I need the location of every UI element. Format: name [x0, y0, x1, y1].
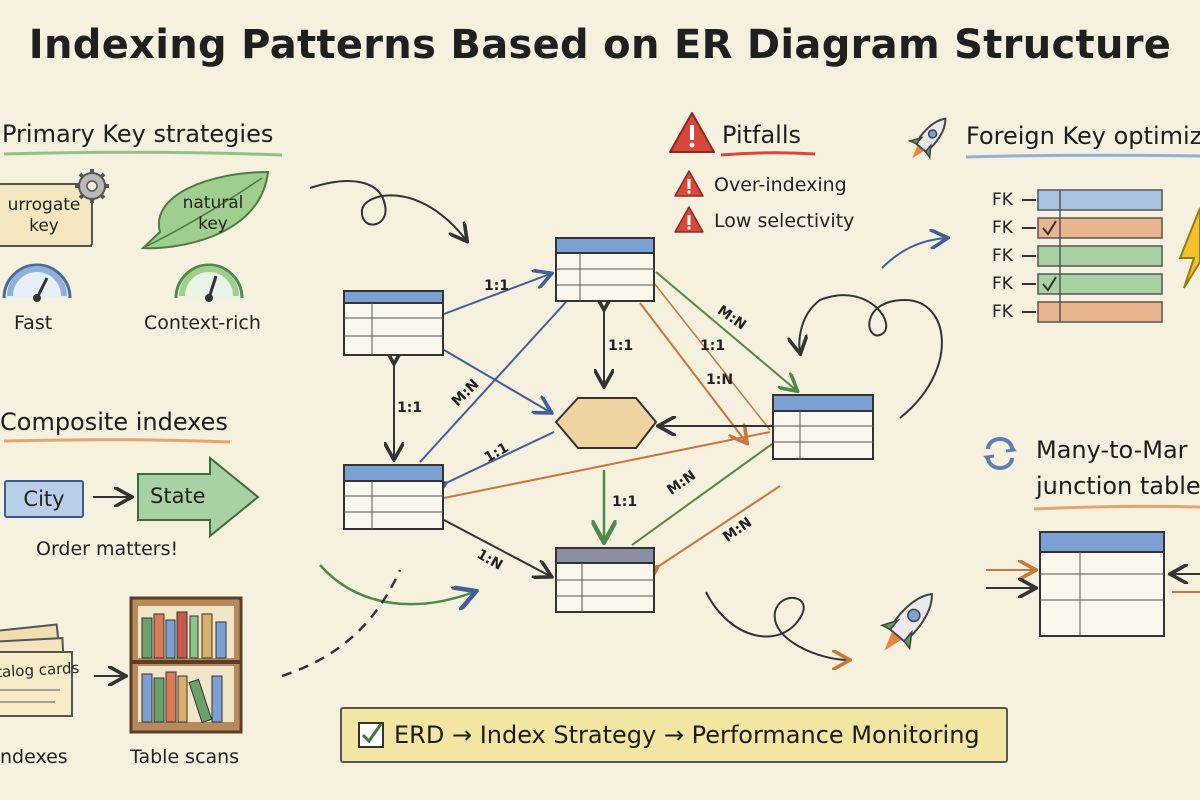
summary-banner: ERD → Index Strategy → Performance Monit…	[340, 707, 1008, 763]
many-to-many-heading: Many-to-Mar	[1036, 436, 1188, 464]
primary-key-heading: Primary Key strategies	[2, 120, 274, 148]
fast-gauge-icon	[2, 263, 72, 302]
fk-table	[1022, 189, 1163, 323]
junction-table	[1039, 531, 1165, 637]
state-label: State	[150, 484, 206, 508]
surrogate-key-label: urrogate key	[7, 195, 81, 236]
warning-icon-small	[674, 206, 704, 233]
fk-row-label: FK	[992, 302, 1013, 322]
pk-heading-underline	[3, 150, 283, 157]
relationship-label: 1:1	[608, 338, 634, 354]
er-table-right	[772, 394, 874, 460]
fk-row-label: FK	[992, 218, 1013, 238]
table-scans-label: Table scans	[130, 746, 240, 768]
composite-indexes-heading: Composite indexes	[0, 408, 228, 436]
relationship-label: 1:1	[397, 400, 423, 416]
lightning-icon	[1178, 207, 1200, 289]
natural-key-label: natural key	[182, 193, 244, 234]
er-table-bottom	[555, 547, 655, 613]
mm-heading-underline	[1033, 504, 1200, 511]
er-table-top	[555, 237, 655, 302]
relationship-label: 1:1	[484, 278, 510, 294]
relationship-label: 1:1	[700, 338, 726, 354]
rocket-icon	[880, 592, 933, 651]
checkbox-icon	[358, 722, 384, 748]
relationship-label: 1:1	[612, 494, 638, 510]
fk-row-label: FK	[992, 190, 1013, 210]
pitfalls-heading: Pitfalls	[722, 121, 802, 149]
er-table-left-bottom	[343, 464, 444, 530]
er-table-left-top	[343, 290, 444, 356]
order-matters-note: Order matters!	[36, 538, 179, 560]
relationship-label: 1:N	[706, 372, 734, 388]
fk-row-label: FK	[992, 274, 1013, 294]
warning-icon-small	[674, 170, 704, 197]
state-arrow-shape	[137, 455, 260, 539]
cycle-icon	[983, 437, 1017, 470]
rocket-icon	[907, 117, 947, 160]
fast-label: Fast	[14, 312, 53, 334]
junction-table-heading: junction table	[1036, 472, 1200, 500]
pitfall-item: Over-indexing	[714, 174, 847, 196]
city-pill: City	[4, 480, 84, 518]
banner-text: ERD → Index Strategy → Performance Monit…	[394, 721, 980, 749]
fk-heading-underline	[965, 153, 1200, 159]
context-rich-label: Context-rich	[144, 312, 261, 334]
surrogate-key-card	[0, 183, 93, 247]
pitfall-item: Low selectivity	[714, 210, 855, 232]
fk-row-label: FK	[992, 246, 1013, 266]
pitfalls-heading-underline	[720, 151, 816, 157]
catalog-cards-icon	[0, 623, 73, 717]
page-title: Indexing Patterns Based on ER Diagram St…	[28, 22, 1172, 68]
bookshelf-icon	[129, 596, 243, 734]
warning-icon-large	[669, 112, 715, 153]
indexes-label: ndexes	[0, 746, 68, 768]
foreign-key-heading: Foreign Key optimiz	[966, 122, 1200, 150]
gear-icon	[75, 169, 109, 203]
central-hexagon	[554, 397, 658, 449]
composite-heading-underline	[3, 438, 231, 444]
context-gauge-icon	[174, 263, 244, 302]
leaf-icon	[140, 170, 270, 250]
